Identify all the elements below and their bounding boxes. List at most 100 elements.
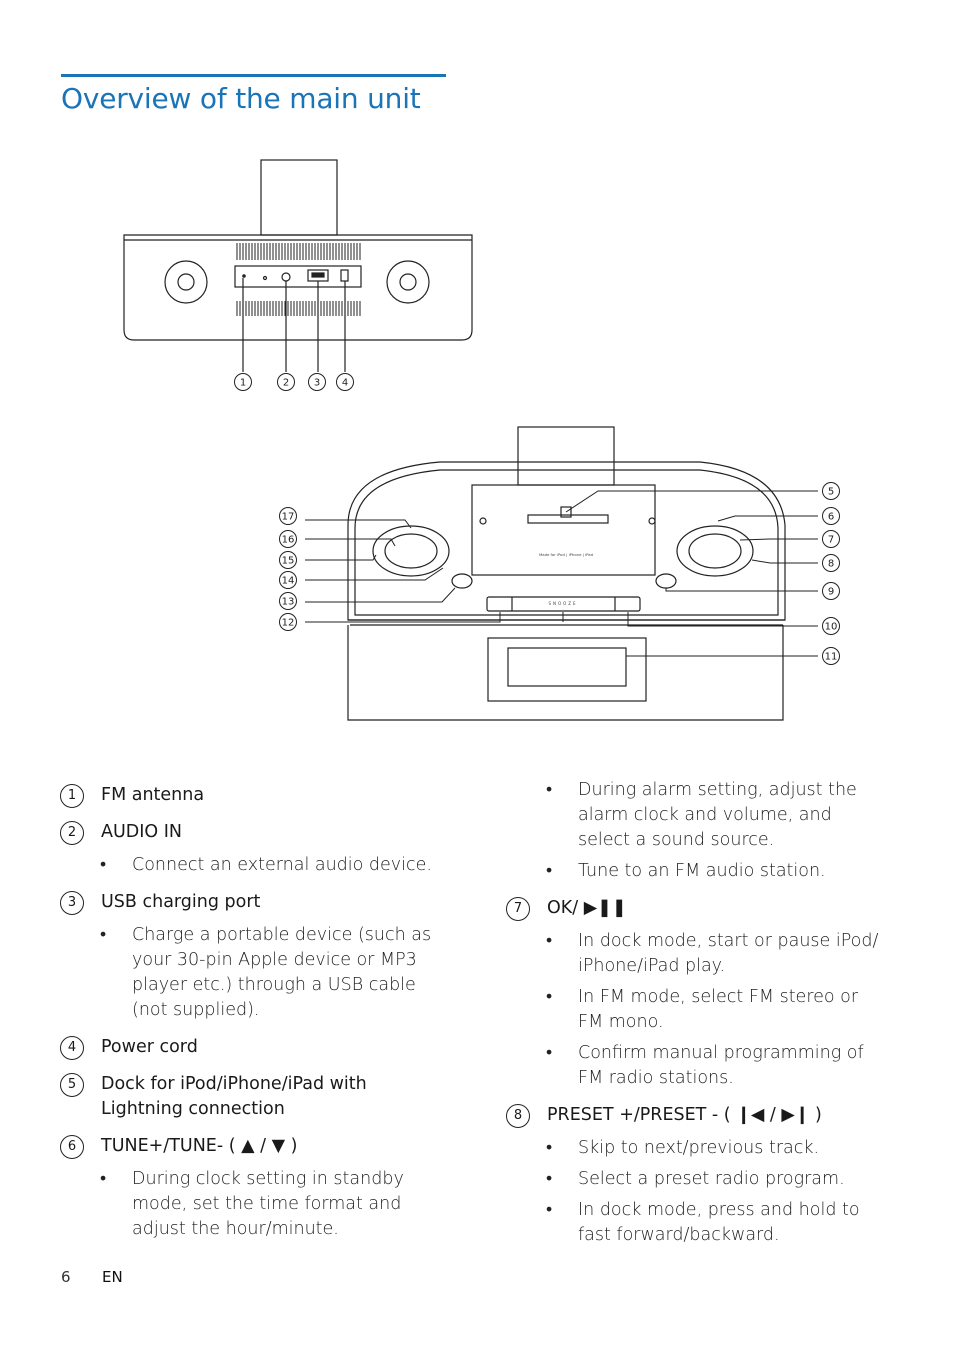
rear-speaker-left bbox=[164, 260, 208, 304]
bullet-text: Tune to an FM audio station. bbox=[578, 861, 826, 881]
item-number-badge: 1 bbox=[60, 784, 84, 808]
bullet-item: •Tune to an FM audio station. bbox=[506, 859, 886, 884]
dock-connector bbox=[527, 514, 609, 524]
callout-circle bbox=[822, 647, 840, 665]
audio-in-jack bbox=[281, 272, 291, 282]
callout-circle bbox=[822, 530, 840, 548]
callout-circle bbox=[822, 582, 840, 600]
item-label: TUNE+/TUNE- ( ▲ / ▼ ) bbox=[101, 1136, 298, 1156]
rear-unit-body bbox=[123, 234, 473, 341]
callout-number: 3 bbox=[314, 378, 320, 389]
item-number-badge: 4 bbox=[60, 1036, 84, 1060]
callout-number: 12 bbox=[282, 618, 295, 629]
bullet-item: •Skip to next/previous track. bbox=[506, 1136, 886, 1161]
callout-number: 16 bbox=[282, 535, 295, 546]
right-column: • During alarm setting, adjust the alarm … bbox=[506, 778, 886, 1260]
callout-number: 8 bbox=[828, 559, 834, 570]
bullet-list: • In dock mode, start or pause iPod/ iPho… bbox=[506, 929, 886, 1091]
bullet-list: • Charge a portable device (such as your … bbox=[60, 923, 450, 1023]
rear-dock-stand bbox=[260, 159, 338, 236]
bullet-item: • In FM mode, select FM stereo or FM mono… bbox=[506, 985, 886, 1035]
bullet-item: •Select a preset radio program. bbox=[506, 1167, 886, 1192]
callout-circle bbox=[308, 373, 326, 391]
bullet-dot: • bbox=[546, 780, 553, 800]
callout-circle bbox=[279, 551, 297, 569]
item-label: PRESET +/PRESET - ( ❙◀ / ▶❙ ) bbox=[547, 1105, 822, 1125]
callout-number: 14 bbox=[282, 576, 295, 587]
language-code: EN bbox=[102, 1268, 123, 1286]
callout-circle bbox=[822, 617, 840, 635]
callout-number: 1 bbox=[240, 378, 246, 389]
bullet-text: Connect an external audio device. bbox=[132, 855, 432, 875]
rear-grilles bbox=[236, 243, 361, 316]
bullet-text: Charge a portable device (such as your 3… bbox=[132, 925, 432, 1020]
bullet-item: • Charge a portable device (such as your … bbox=[60, 923, 450, 1023]
dock-bay bbox=[471, 484, 656, 576]
bullet-text: Confirm manual programming of FM radio s… bbox=[578, 1043, 864, 1088]
bullet-list: •Skip to next/previous track.•Select a p… bbox=[506, 1136, 886, 1248]
bullet-dot: • bbox=[100, 855, 107, 875]
bullet-text: During clock setting in standby mode, se… bbox=[132, 1169, 404, 1239]
callout-number: 4 bbox=[342, 378, 348, 389]
bullet-text: During alarm setting, adjust the alarm c… bbox=[578, 780, 857, 850]
callout-circle bbox=[279, 571, 297, 589]
item-heading: 8 PRESET +/PRESET - ( ❙◀ / ▶❙ ) bbox=[506, 1103, 886, 1128]
item-label: Power cord bbox=[101, 1037, 198, 1057]
bullet-item: •In dock mode, press and hold to fast fo… bbox=[506, 1198, 886, 1248]
item-number-badge: 5 bbox=[60, 1073, 84, 1097]
front-dock-stand bbox=[517, 426, 615, 486]
callout-number: 15 bbox=[282, 556, 295, 567]
item-heading: 2 AUDIO IN bbox=[60, 820, 450, 845]
bullet-list: •During clock setting in standby mode, s… bbox=[60, 1167, 450, 1242]
bullet-item: •Confirm manual programming of FM radio … bbox=[506, 1041, 886, 1091]
item-number-badge: 8 bbox=[506, 1104, 530, 1128]
item-label: USB charging port bbox=[101, 892, 261, 912]
callout-circle bbox=[234, 373, 252, 391]
right-control-ring bbox=[676, 525, 754, 577]
bullet-dot: • bbox=[546, 987, 553, 1007]
callout-number: 7 bbox=[828, 535, 834, 546]
bullet-text: In FM mode, select FM stereo or FM mono. bbox=[578, 987, 859, 1032]
bullet-dot: • bbox=[546, 1200, 553, 1220]
snooze-label: SNOOZE bbox=[548, 601, 577, 606]
item-heading: 4 Power cord bbox=[60, 1035, 450, 1060]
bullet-text: In dock mode, start or pause iPod/ iPhon… bbox=[578, 931, 879, 976]
callout-circle bbox=[822, 554, 840, 572]
callout-circle bbox=[822, 507, 840, 525]
rear-speaker-right bbox=[386, 260, 430, 304]
bullet-item: • During alarm setting, adjust the alarm … bbox=[506, 778, 886, 853]
callout-number: 9 bbox=[828, 587, 834, 598]
bullet-text: Skip to next/previous track. bbox=[578, 1138, 820, 1158]
item-label: AUDIO IN bbox=[101, 822, 183, 842]
select-button bbox=[655, 573, 677, 589]
snooze-bar bbox=[486, 596, 641, 612]
item-number-badge: 6 bbox=[60, 1135, 84, 1159]
bullet-dot: • bbox=[546, 931, 553, 951]
callout-number: 11 bbox=[825, 652, 838, 663]
bullet-item: • In dock mode, start or pause iPod/ iPho… bbox=[506, 929, 886, 979]
left-column: 1 FM antenna 2 AUDIO IN • Connect an external… bbox=[60, 783, 450, 1254]
item-number-badge: 2 bbox=[60, 821, 84, 845]
bullet-item: • Connect an external audio device. bbox=[60, 853, 450, 878]
callout-number: 5 bbox=[828, 487, 834, 498]
item-label: OK/ ▶❚❚ bbox=[547, 898, 627, 918]
item-heading: 1 FM antenna bbox=[60, 783, 450, 808]
callout-circle bbox=[279, 613, 297, 631]
page-number: 6 bbox=[61, 1268, 71, 1286]
callout-number: 6 bbox=[828, 512, 834, 523]
bullet-list: • Connect an external audio device. bbox=[60, 853, 450, 878]
power-button bbox=[451, 573, 473, 589]
bullet-dot: • bbox=[100, 925, 107, 945]
display-window bbox=[487, 637, 647, 702]
item-label: FM antenna bbox=[101, 785, 205, 805]
callout-number: 10 bbox=[825, 622, 838, 633]
item-label: Dock for iPod/iPhone/iPad with Lightning… bbox=[101, 1074, 367, 1119]
callout-circle bbox=[336, 373, 354, 391]
left-control-ring bbox=[372, 525, 450, 577]
bullet-text: Select a preset radio program. bbox=[578, 1169, 845, 1189]
callout-circle bbox=[279, 507, 297, 525]
